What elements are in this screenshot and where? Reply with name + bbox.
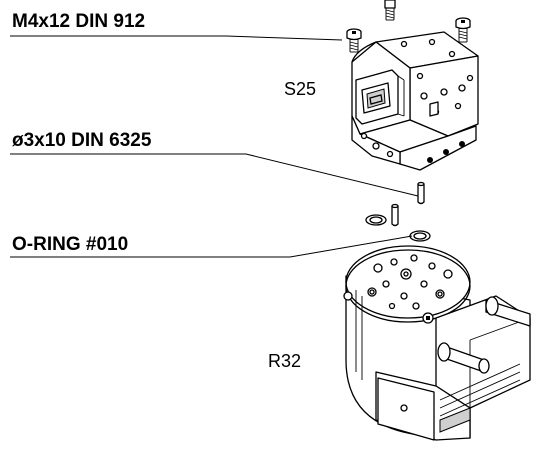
oring-leader-line	[10, 235, 413, 258]
screw-callout-label: M4x12 DIN 912	[12, 11, 146, 32]
screw-right	[455, 17, 471, 43]
o-ring-left	[365, 214, 387, 226]
screw-leader-line	[10, 35, 343, 41]
pin-callout-label: ø3x10 DIN 6325	[12, 130, 152, 151]
oring-callout-label: O-RING #010	[12, 234, 129, 255]
s25-module-label: S25	[284, 79, 317, 99]
r32-module-label: R32	[268, 351, 302, 371]
s25-module	[351, 31, 479, 171]
dowel-pin-left	[391, 203, 399, 227]
dowel-pin-right	[417, 181, 425, 205]
leader-lines	[10, 35, 419, 258]
pin-leader-line	[10, 153, 419, 197]
r32-module	[343, 245, 531, 441]
o-ring-right	[409, 230, 431, 242]
screw-top	[384, 0, 396, 21]
screw-left	[346, 28, 362, 53]
